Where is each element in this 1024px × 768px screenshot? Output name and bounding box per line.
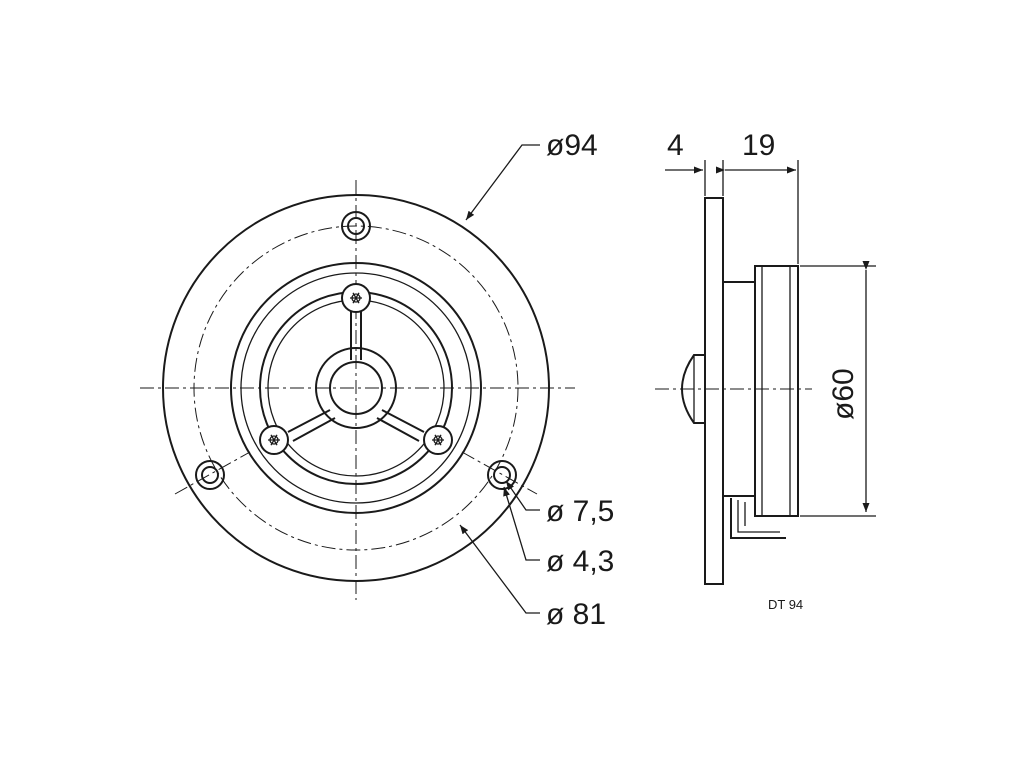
mounting-hole-right [487, 460, 517, 490]
leader-counterbore [505, 480, 540, 511]
spider-screw-left [259, 425, 289, 455]
leader-hole [503, 486, 540, 561]
radial-centerline-left [174, 451, 251, 495]
front-view: ø94 ø 7,5 ø 4,3 ø 81 [140, 129, 614, 631]
outer-flange-circle [162, 194, 550, 582]
label-hole-diameter: ø 4,3 [546, 545, 614, 578]
label-flange-thickness: 4 [667, 129, 684, 162]
mounting-hole-left [195, 460, 225, 490]
bolt-circle [193, 225, 519, 551]
label-counterbore-diameter: ø 7,5 [546, 495, 614, 528]
model-label: DT 94 [768, 597, 803, 612]
inner-ring-middle [240, 272, 472, 504]
center-hub-inner [329, 361, 383, 415]
mounting-hole-top [341, 211, 371, 241]
leader-outer-diameter [465, 144, 540, 221]
label-body-diameter: ø60 [827, 368, 860, 420]
label-outer-diameter: ø94 [546, 129, 598, 162]
label-bolt-circle-diameter: ø 81 [546, 598, 606, 631]
radial-centerline-right [461, 451, 538, 495]
center-hub-outer [315, 347, 397, 429]
side-body-magnet [754, 265, 799, 517]
side-view: 4 19 ø60 DT 94 [655, 129, 876, 612]
spider-arms [287, 310, 425, 442]
label-depth: 19 [742, 129, 775, 162]
spider-screw-top [341, 283, 371, 313]
inner-ring-outer [230, 262, 482, 514]
spider-screw-right [423, 425, 453, 455]
leader-bolt-circle [459, 524, 540, 614]
side-terminals [730, 498, 786, 539]
side-flange-plate [704, 197, 724, 585]
side-dome [680, 354, 705, 424]
